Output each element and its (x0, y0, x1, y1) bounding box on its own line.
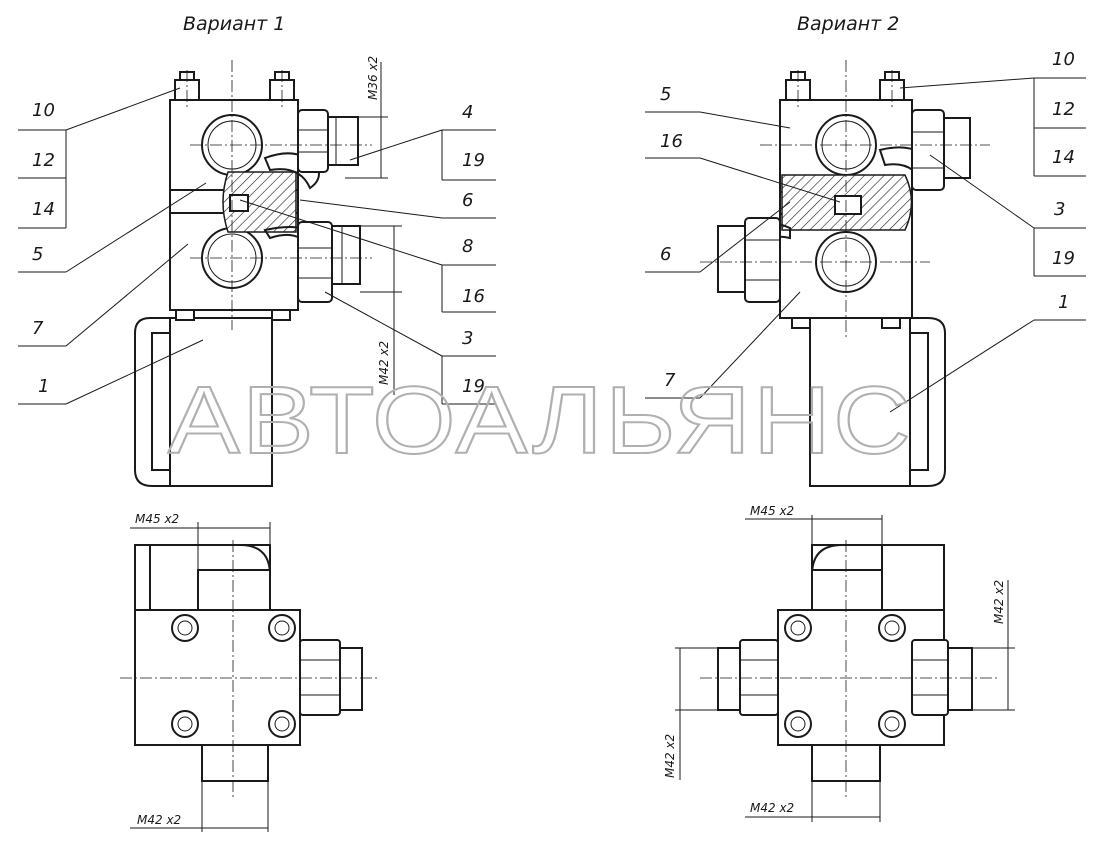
callout-v1-7: 7 (32, 318, 44, 339)
callout-v1-6: 6 (462, 190, 473, 211)
v1-right-callout-table: 4 19 6 8 16 3 19 (239, 102, 496, 405)
v2-top-upper-port (811, 569, 883, 611)
v1-stud-left (175, 309, 195, 321)
v1-top-bolt-2 (268, 614, 296, 642)
dim-m45-v2: M45 x2 (750, 504, 794, 518)
callout-v2-16: 16 (660, 131, 683, 152)
callout-v1-5: 5 (32, 244, 43, 265)
v1-bracket-web (169, 317, 273, 487)
callout-v1-1: 1 (38, 376, 49, 397)
dim-m42-v1-side: M42 x2 (377, 341, 391, 385)
dim-m42-v2-left: M42 x2 (663, 734, 677, 778)
callout-v1-8: 8 (462, 236, 473, 257)
v2-top-bolt-2 (878, 614, 906, 642)
v1-upper-fitting-nut (297, 109, 329, 173)
v2-top-bolt-4 (878, 710, 906, 738)
callout-v1-12: 12 (32, 150, 55, 171)
variant-2-heading: Вариант 2 (797, 13, 899, 35)
variant-2-top-view: M45 x2 M42 x2 M42 x2 M42 x2 (663, 504, 1015, 822)
dim-m42-v2-bottom: M42 x2 (750, 801, 794, 815)
dim-m42-v2-right: M42 x2 (992, 580, 1006, 624)
v1-section-hatch (222, 171, 297, 233)
v2-lower-fitting-nut (744, 217, 781, 303)
v2-top-left-fitting-nut (739, 639, 779, 716)
v1-upper-fitting-thread (327, 116, 359, 166)
dim-m42-v1-bottom: M42 x2 (137, 813, 181, 827)
callout-v1-10: 10 (32, 100, 55, 121)
variant-1-heading: Вариант 1 (183, 13, 285, 35)
callout-v1-3: 3 (462, 328, 473, 349)
callout-v2-19: 19 (1052, 248, 1075, 269)
v2-right-callouts: 10 12 14 3 19 1 (889, 49, 1086, 413)
callout-v2-14: 14 (1052, 147, 1075, 168)
v1-top-side-fitting-thread (339, 647, 363, 711)
callout-v1-14: 14 (32, 199, 55, 220)
v2-top-bolt-3 (784, 710, 812, 738)
v2-top-left-fitting-thread (717, 647, 741, 711)
callout-v2-6: 6 (660, 244, 671, 265)
v2-lower-fitting-thread (717, 225, 746, 293)
v2-top-bolt-1 (784, 614, 812, 642)
callout-v1-19a: 19 (462, 150, 485, 171)
callout-v1-4: 4 (462, 102, 473, 123)
callout-v2-10: 10 (1052, 49, 1075, 70)
v1-lower-fitting-nut (297, 221, 333, 303)
callout-v2-7: 7 (664, 370, 676, 391)
v2-stud-right (881, 317, 901, 329)
variant-1-top-view: M45 x2 M42 x2 (120, 512, 380, 832)
v1-top-upper-port (197, 569, 271, 611)
v2-check-plug (834, 195, 862, 215)
callout-v2-12: 12 (1052, 99, 1075, 120)
v1-lower-fitting-thread (331, 225, 361, 285)
v2-top-right-fitting-nut (911, 639, 949, 716)
v1-stud-right (271, 309, 291, 321)
v1-check-plug (229, 194, 249, 212)
v1-upper-elbow (263, 152, 320, 190)
v2-bracket-web (809, 317, 911, 487)
v1-top-bottom-port (201, 744, 269, 782)
dim-m45-v1: M45 x2 (135, 512, 179, 526)
v1-top-bolt-4 (268, 710, 296, 738)
v2-upper-fitting-thread (943, 117, 971, 179)
callout-v2-3: 3 (1054, 199, 1065, 220)
watermark: АВТОАЛЬЯНС (168, 367, 913, 474)
callout-v2-5: 5 (660, 84, 671, 105)
v1-top-side-fitting-nut (299, 639, 341, 716)
callout-v1-19b: 19 (462, 376, 485, 397)
v1-left-callout-table: 10 12 14 5 7 1 (18, 87, 207, 405)
callout-v2-1: 1 (1058, 292, 1069, 313)
v2-stud-left (791, 317, 811, 329)
dim-m36: M36 x2 (366, 56, 380, 100)
v2-left-callouts: 5 16 6 7 (645, 84, 841, 399)
v2-top-right-fitting-thread (947, 647, 973, 711)
callout-v1-16: 16 (462, 286, 485, 307)
v1-top-bolt-1 (171, 614, 199, 642)
v1-top-bolt-3 (171, 710, 199, 738)
variant-2-side-view (700, 60, 990, 487)
v2-upper-fitting-nut (911, 109, 945, 191)
variant-1-side-view: M36 x2 M42 x2 (134, 56, 402, 487)
